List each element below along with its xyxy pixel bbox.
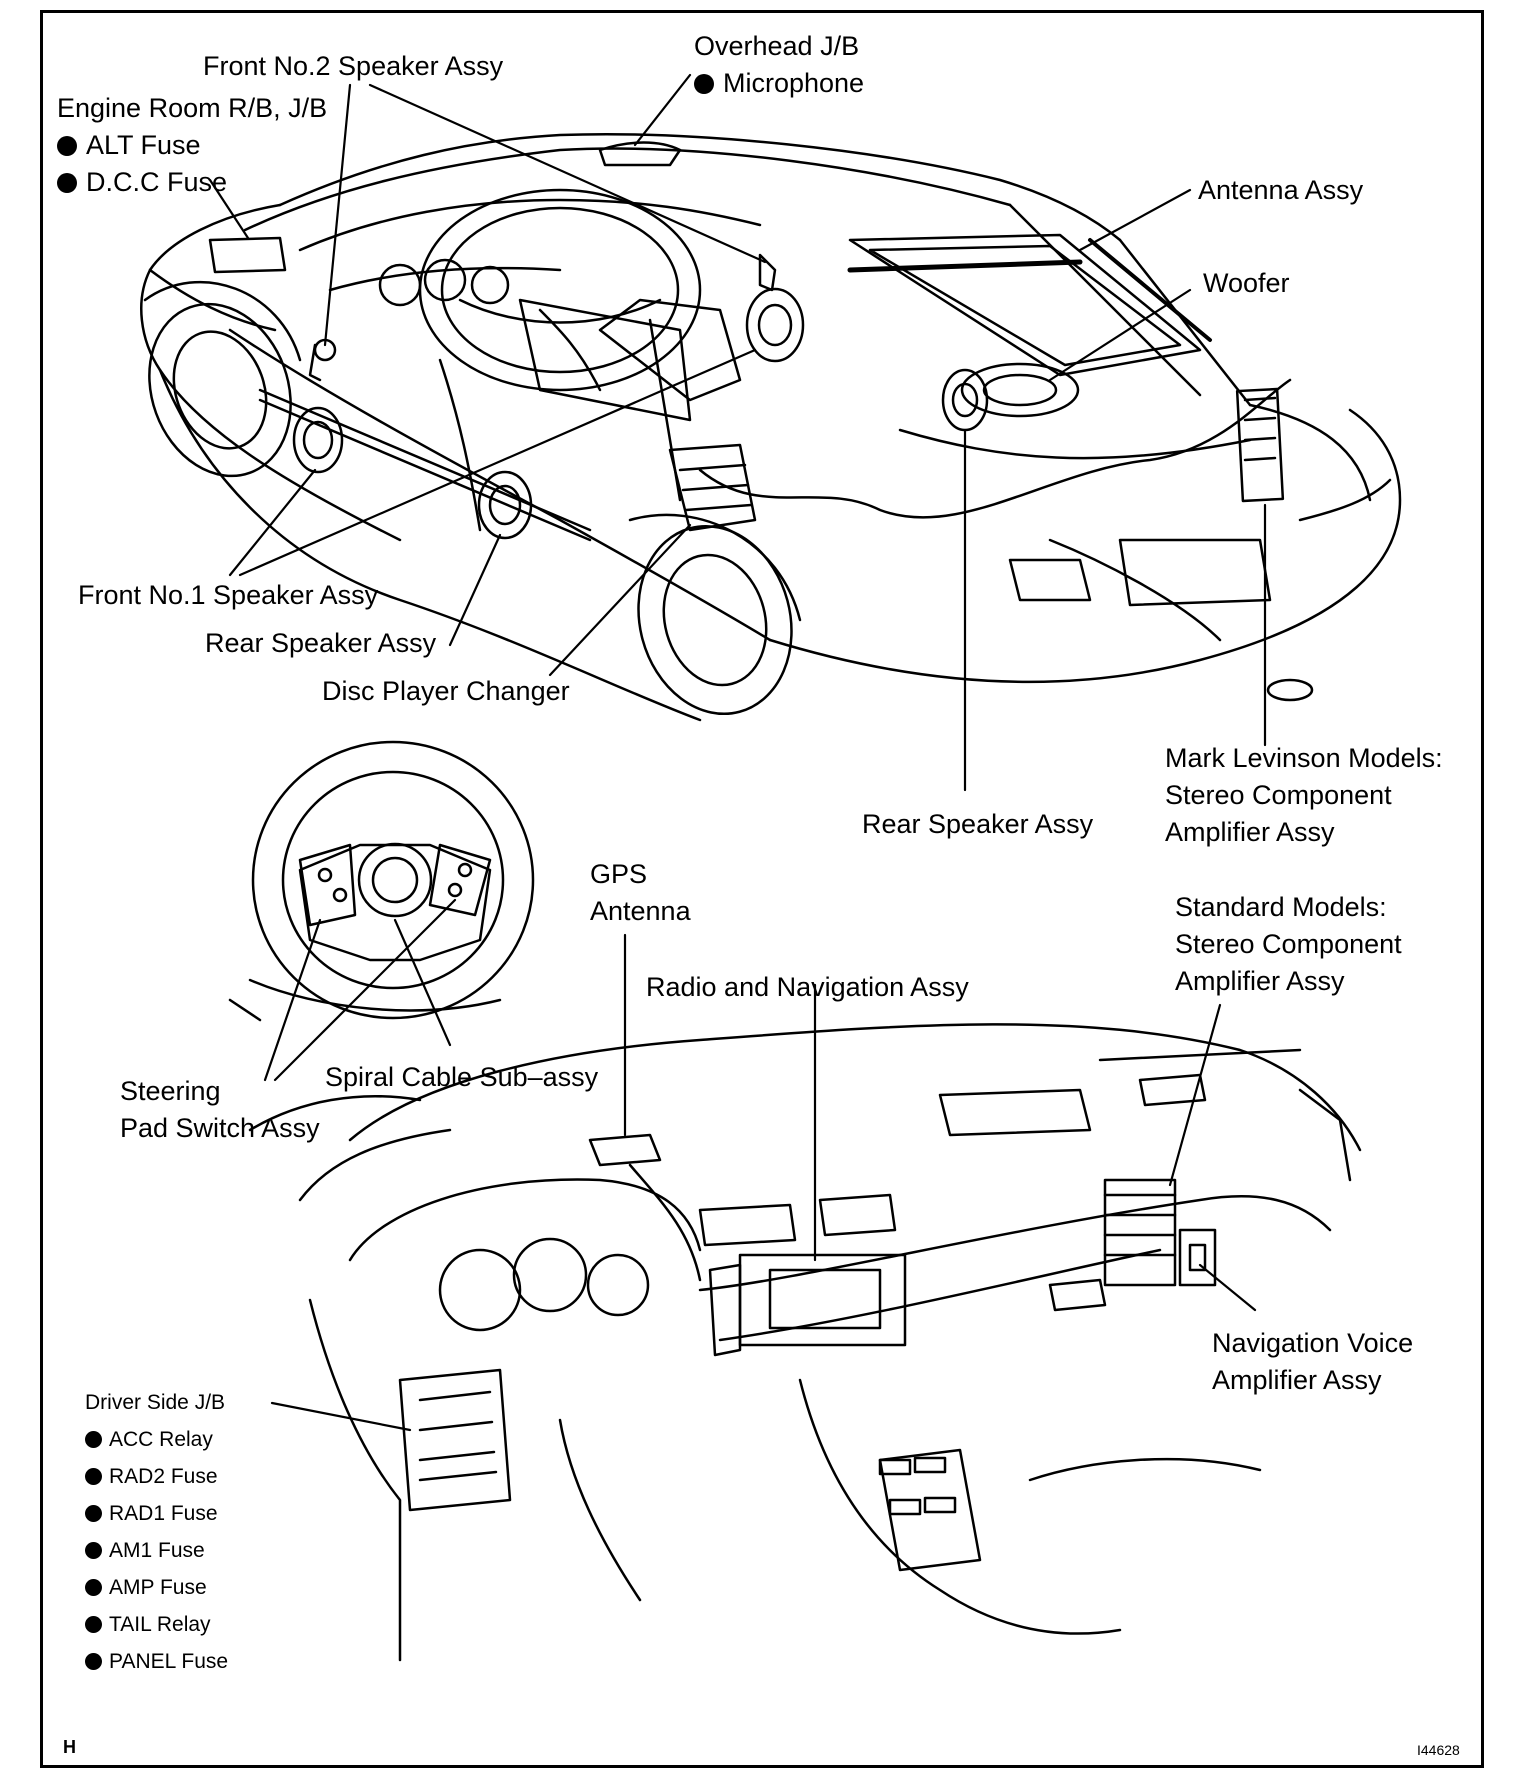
engine-room-rb-jb-label: Engine Room R/B, J/B (57, 93, 328, 123)
microphone-text: Microphone (723, 68, 865, 98)
bullet-icon (85, 1542, 102, 1559)
bullet-icon (57, 136, 77, 156)
jb-item-text: PANEL Fuse (109, 1650, 229, 1673)
standard-models-line1: Standard Models: (1175, 892, 1387, 922)
front-no2-speaker-label: Front No.2 Speaker Assy (203, 51, 504, 81)
overhead-jb-label: Overhead J/B (694, 31, 860, 61)
dcc-fuse-text: D.C.C Fuse (86, 167, 228, 197)
bullet-icon (85, 1468, 102, 1485)
microphone-label: Microphone (694, 65, 864, 102)
woofer-label: Woofer (1203, 268, 1290, 298)
page-letter: H (63, 1737, 76, 1757)
antenna-assy-label: Antenna Assy (1198, 175, 1364, 205)
jb-item-text: ACC Relay (109, 1428, 213, 1451)
steering-pad-line2: Pad Switch Assy (120, 1113, 320, 1143)
spiral-cable-label: Spiral Cable Sub–assy (325, 1062, 599, 1092)
diagram-frame (40, 10, 1484, 1768)
jb-item: TAIL Relay (85, 1606, 211, 1643)
alt-fuse-text: ALT Fuse (86, 130, 201, 160)
leader-lines (208, 73, 1267, 1432)
gps-antenna-line1: GPS (590, 859, 648, 889)
rear-speaker-left-label: Rear Speaker Assy (205, 628, 437, 658)
jb-item: AMP Fuse (85, 1569, 207, 1606)
bullet-icon (85, 1505, 102, 1522)
bullet-icon (85, 1431, 102, 1448)
nav-voice-amp-line1: Navigation Voice (1212, 1328, 1414, 1358)
bullet-icon (57, 173, 77, 193)
radio-navigation-label: Radio and Navigation Assy (646, 972, 969, 1002)
gps-antenna-line2: Antenna (590, 896, 691, 926)
dashboard-drawing (248, 1023, 1362, 1662)
figure-id: I44628 (1417, 1742, 1460, 1758)
disc-player-changer-label: Disc Player Changer (322, 676, 570, 706)
rear-speaker-right-label: Rear Speaker Assy (862, 809, 1094, 839)
bullet-icon (694, 74, 714, 94)
driver-side-jb-title: Driver Side J/B (85, 1391, 226, 1414)
dcc-fuse-label: D.C.C Fuse (57, 164, 227, 201)
standard-models-line2: Stereo Component (1175, 929, 1402, 959)
mark-levinson-line3: Amplifier Assy (1165, 817, 1335, 847)
alt-fuse-label: ALT Fuse (57, 127, 201, 164)
car-components-drawing (208, 236, 1080, 540)
front-no1-speaker-label: Front No.1 Speaker Assy (78, 580, 379, 610)
jb-item-text: TAIL Relay (109, 1613, 211, 1636)
jb-item-text: AM1 Fuse (109, 1539, 205, 1562)
jb-item: RAD1 Fuse (85, 1495, 218, 1532)
steering-pad-line1: Steering (120, 1076, 221, 1106)
car-body-drawing (140, 132, 1402, 722)
bullet-icon (85, 1653, 102, 1670)
bullet-icon (85, 1616, 102, 1633)
jb-item: AM1 Fuse (85, 1532, 205, 1569)
mark-levinson-line1: Mark Levinson Models: (1165, 743, 1443, 773)
bullet-icon (85, 1579, 102, 1596)
jb-item-text: AMP Fuse (109, 1576, 207, 1599)
standard-models-line3: Amplifier Assy (1175, 966, 1345, 996)
jb-item-text: RAD2 Fuse (109, 1465, 218, 1488)
jb-item: RAD2 Fuse (85, 1458, 218, 1495)
jb-item: PANEL Fuse (85, 1643, 228, 1680)
nav-voice-amp-line2: Amplifier Assy (1212, 1365, 1382, 1395)
mark-levinson-line2: Stereo Component (1165, 780, 1392, 810)
jb-item: ACC Relay (85, 1421, 213, 1458)
jb-item-text: RAD1 Fuse (109, 1502, 218, 1525)
steering-wheel-drawing (228, 740, 535, 1022)
